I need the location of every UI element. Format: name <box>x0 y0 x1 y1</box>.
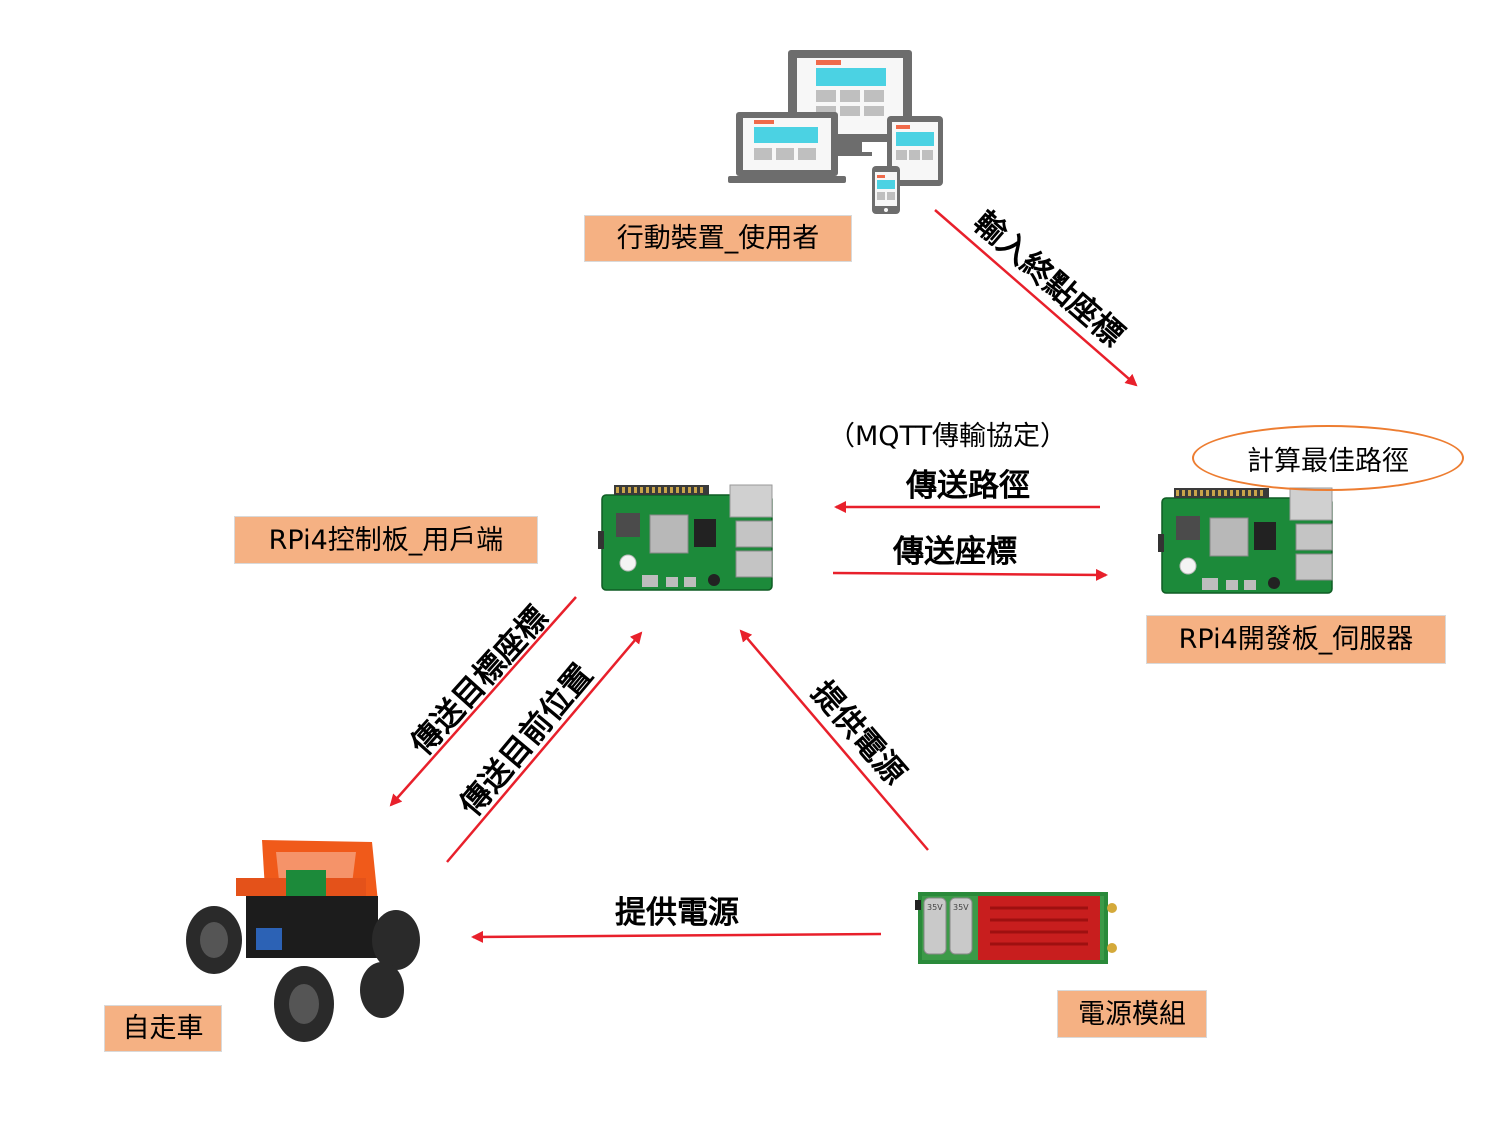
arrow-send-coordinates <box>832 568 1108 581</box>
arrow-send-target <box>389 596 577 807</box>
arrow-send-position <box>446 631 643 863</box>
node-label-server: RPi4開發板_伺服器 <box>1146 615 1446 664</box>
server-note-ellipse: 計算最佳路徑 <box>1192 425 1464 491</box>
devices-illustration <box>728 50 943 214</box>
capacitor-label-a: 35V <box>927 903 943 912</box>
node-label-car: 自走車 <box>104 1005 222 1052</box>
node-label-client: RPi4控制板_用戶端 <box>234 516 538 564</box>
server-note-text: 計算最佳路徑 <box>1247 445 1409 477</box>
rpi-server-board <box>1157 487 1333 594</box>
node-label-mobile: 行動裝置_使用者 <box>584 215 852 262</box>
edge-label-send-path: 傳送路徑 <box>906 468 1030 504</box>
edge-label-power-to-car: 提供電源 <box>615 895 739 931</box>
capacitor-label-b: 35V <box>953 903 969 912</box>
power-module: 35V 35V <box>915 892 1117 964</box>
rpi-client-board <box>597 484 773 591</box>
arrow-power-to-client <box>739 629 929 851</box>
arrow-power-to-car <box>471 930 882 943</box>
car-illustration <box>186 840 420 1042</box>
protocol-label: （MQTT傳輸協定） <box>828 421 1068 452</box>
edge-label-send-coordinates: 傳送座標 <box>893 534 1017 570</box>
node-label-power: 電源模組 <box>1057 990 1207 1038</box>
arrow-input-destination <box>934 209 1138 387</box>
